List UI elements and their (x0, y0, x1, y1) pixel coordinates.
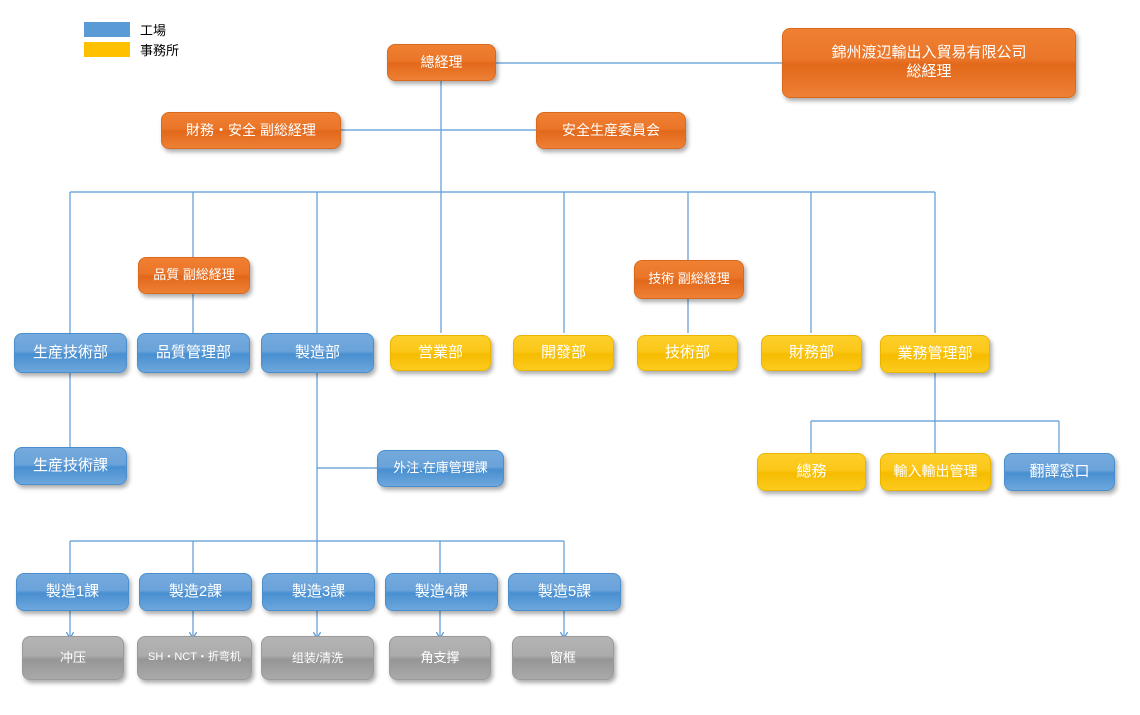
node-dept-finance[interactable]: 財務部 (761, 335, 862, 371)
node-section-production-engineering[interactable]: 生産技術課 (14, 447, 127, 485)
legend-item-office: 事務所 (84, 40, 180, 59)
node-safety-production-committee[interactable]: 安全生産委員会 (536, 112, 686, 149)
node-process-sh-nct-bending[interactable]: SH・NCT・折弯机 (137, 636, 252, 680)
node-manufacturing-section-4[interactable]: 製造4課 (385, 573, 498, 611)
node-process-corner-bracket[interactable]: 角支撑 (389, 636, 491, 680)
parent-company-line-1: 錦州渡辺輸出入貿易有限公司 (831, 44, 1027, 62)
node-section-import-export[interactable]: 輸入輸出管理 (880, 453, 991, 491)
legend: 工場 事務所 (84, 20, 179, 60)
node-technology-deputy-gm[interactable]: 技術 副総経理 (634, 260, 744, 299)
node-dept-production-engineering[interactable]: 生産技術部 (14, 333, 127, 373)
node-manufacturing-section-2[interactable]: 製造2課 (139, 573, 252, 611)
node-process-assembly-cleaning[interactable]: 组装/清洗 (261, 636, 374, 680)
node-manufacturing-section-5[interactable]: 製造5課 (508, 573, 621, 611)
node-dept-business-admin[interactable]: 業務管理部 (880, 335, 990, 373)
node-parent-company[interactable]: 錦州渡辺輸出入貿易有限公司 総経理 (782, 28, 1076, 98)
node-quality-deputy-gm[interactable]: 品質 副総経理 (138, 257, 250, 294)
node-dept-sales[interactable]: 営業部 (390, 335, 491, 371)
node-dept-manufacturing[interactable]: 製造部 (261, 333, 374, 373)
node-general-manager[interactable]: 總経理 (387, 44, 496, 81)
node-section-general-affairs[interactable]: 總務 (757, 453, 866, 491)
node-section-translation-desk[interactable]: 翻譯窓口 (1004, 453, 1115, 491)
node-dept-technology[interactable]: 技術部 (637, 335, 738, 371)
node-process-stamping[interactable]: 冲压 (22, 636, 124, 680)
node-manufacturing-section-3[interactable]: 製造3課 (262, 573, 375, 611)
legend-swatch-office (84, 41, 130, 57)
legend-label-factory: 工場 (140, 23, 167, 39)
legend-item-factory: 工場 (84, 20, 179, 39)
node-finance-safety-deputy-gm[interactable]: 財務・安全 副総経理 (161, 112, 341, 149)
node-process-window-frame[interactable]: 窗框 (512, 636, 614, 680)
parent-company-line-2: 総経理 (906, 63, 952, 80)
legend-swatch-factory (84, 21, 130, 37)
legend-label-office: 事務所 (140, 43, 180, 59)
node-section-outsourcing-inventory[interactable]: 外注.在庫管理課 (377, 450, 504, 487)
node-manufacturing-section-1[interactable]: 製造1課 (16, 573, 129, 611)
node-dept-development[interactable]: 開發部 (513, 335, 614, 371)
node-dept-quality-control[interactable]: 品質管理部 (137, 333, 250, 373)
